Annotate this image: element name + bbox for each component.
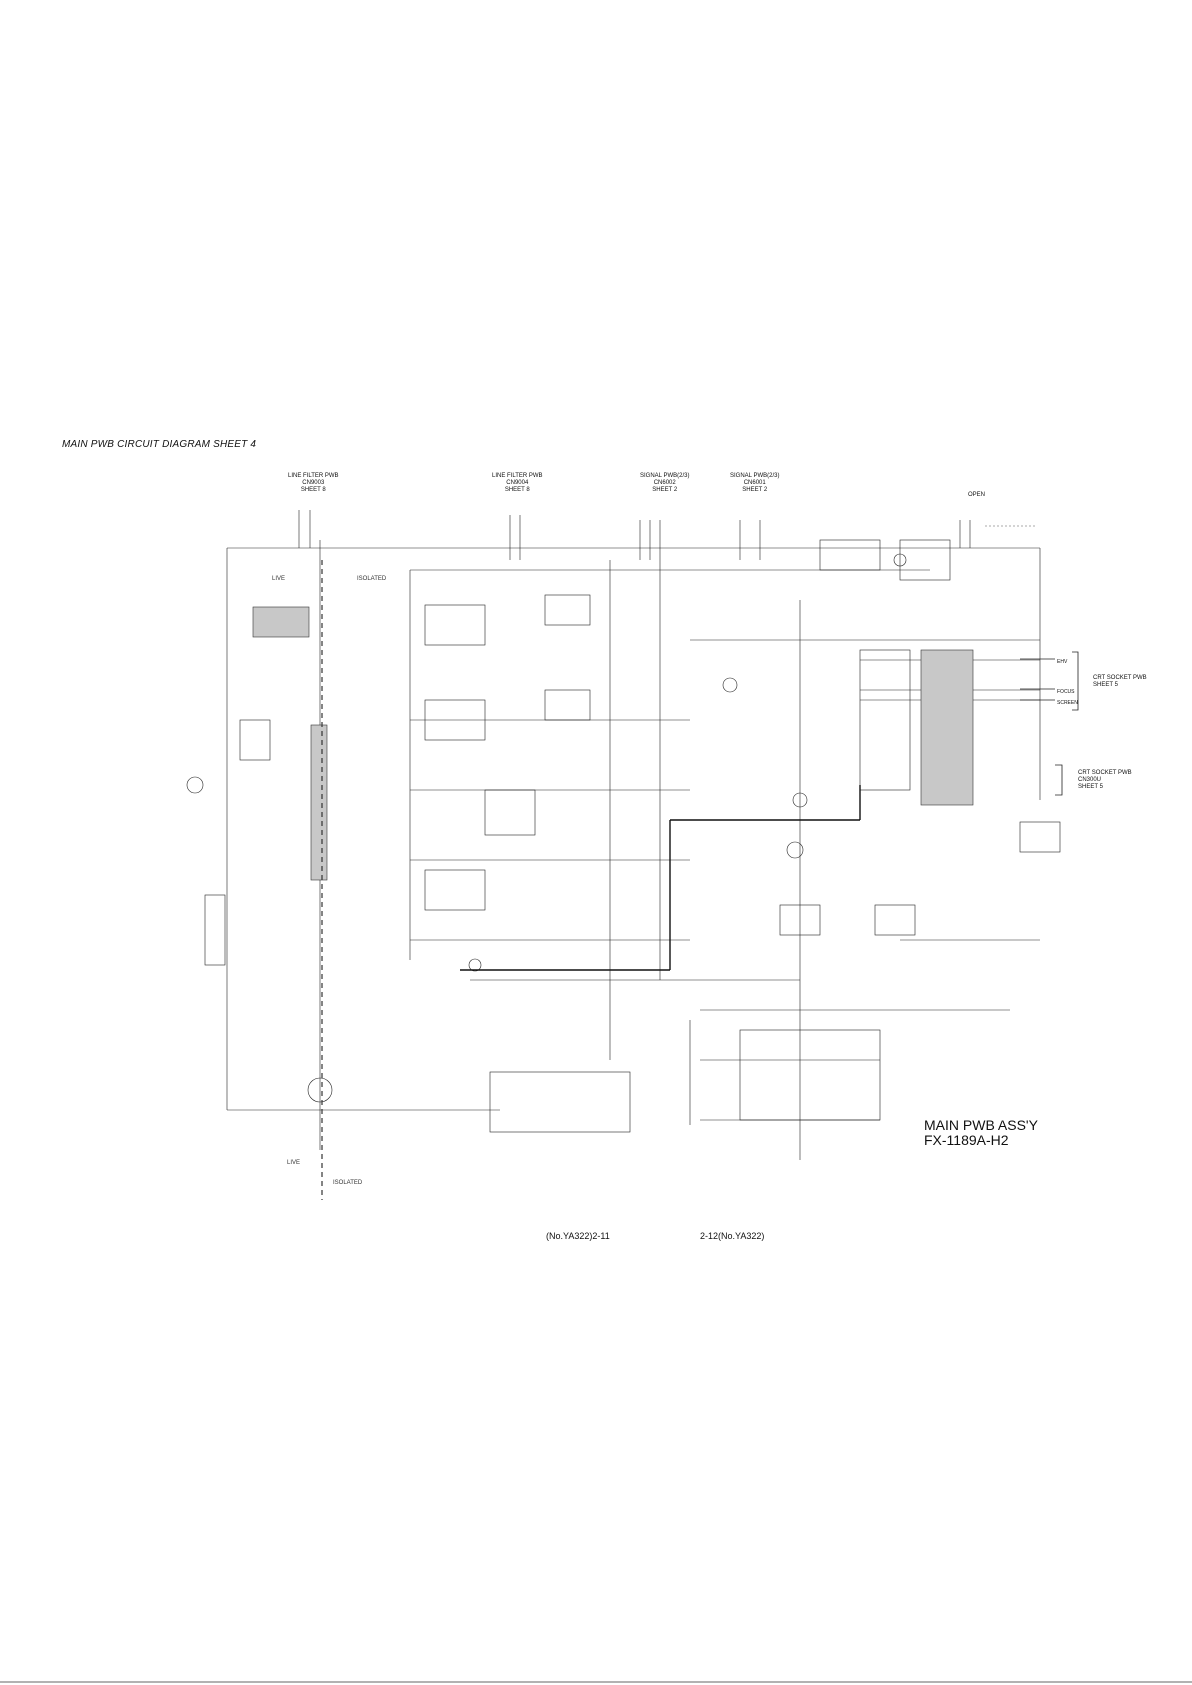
- isolated-label-bottom: ISOLATED: [333, 1180, 363, 1186]
- page-number-right: 2-12(No.YA322): [700, 1231, 765, 1241]
- page-number-left: (No.YA322)2-11: [546, 1231, 610, 1241]
- pin-label-screen: SCREEN: [1057, 700, 1078, 706]
- pin-label-ehv: EHV: [1057, 659, 1068, 665]
- live-label-top: LIVE: [272, 576, 286, 582]
- open-label: OPEN: [968, 492, 986, 498]
- pin-label-focus: FOCUS: [1057, 689, 1075, 695]
- isolated-label-top: ISOLATED: [357, 576, 387, 582]
- live-label-bottom: LIVE: [287, 1160, 301, 1166]
- sheet-title: MAIN PWB CIRCUIT DIAGRAM SHEET 4: [62, 439, 257, 450]
